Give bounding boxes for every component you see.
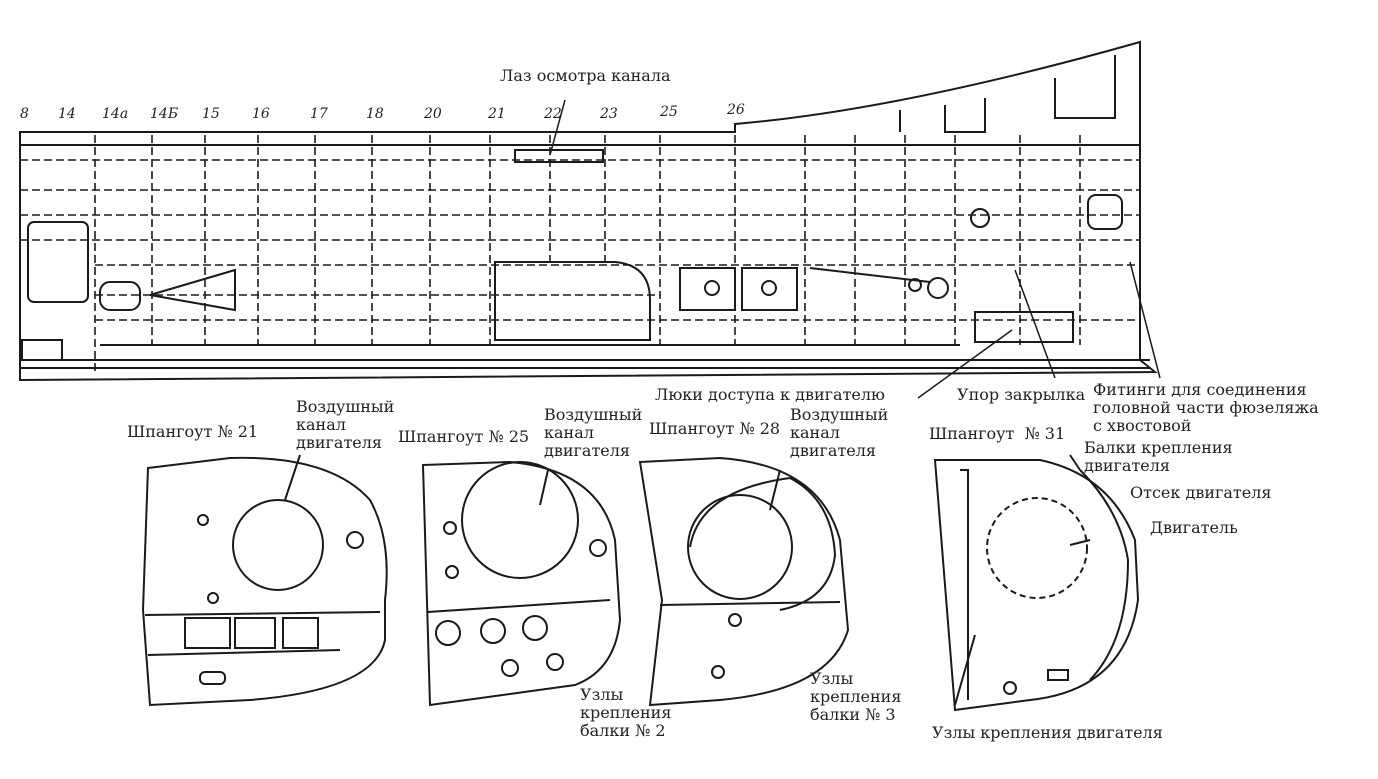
label-frame-31: Шпангоут № 31	[929, 424, 1066, 443]
label-frame-21: Шпангоут № 21	[127, 422, 259, 441]
label-flap-stop: Упор закрылка	[957, 385, 1086, 404]
label-air-duct-25: Воздушный канал двигателя	[544, 405, 643, 460]
label-beam2-nodes: Узлы крепления балки № 2	[580, 685, 672, 740]
frame-number: 21	[488, 106, 506, 122]
label-air-duct-28: Воздушный канал двигателя	[790, 405, 889, 460]
air-duct-side	[494, 261, 651, 341]
frame-number: 8	[20, 106, 29, 122]
frame-number: 25	[660, 104, 678, 120]
label-tail-fittings: Фитинги для соединения головной части фю…	[1093, 380, 1319, 435]
label-engine: Двигатель	[1150, 518, 1238, 537]
frame-number: 22	[544, 106, 562, 122]
label-engine-access-hatches: Люки доступа к двигателю	[655, 385, 885, 404]
frame-number: 14	[58, 106, 76, 122]
frame-number: 14Б	[150, 106, 179, 122]
label-engine-bay: Отсек двигателя	[1130, 483, 1272, 502]
label-engine-beams: Балки крепления двигателя	[1084, 438, 1233, 475]
frame-number: 20	[424, 106, 442, 122]
label-inspection-hatch: Лаз осмотра канала	[500, 66, 671, 85]
label-beam3-nodes: Узлы крепления балки № 3	[810, 669, 902, 724]
frame-number: 17	[310, 106, 328, 122]
frame-21	[141, 454, 388, 707]
frame-28	[638, 456, 850, 707]
frame-25	[421, 460, 622, 707]
frame-number: 26	[727, 102, 745, 118]
frame-number: 16	[252, 106, 270, 122]
fuselage-outline	[19, 40, 1158, 382]
frame-number: 18	[366, 106, 384, 122]
frame-number: 15	[202, 106, 220, 122]
label-frame-28: Шпангоут № 28	[649, 419, 781, 438]
label-engine-mount-nodes: Узлы крепления двигателя	[932, 723, 1163, 742]
label-frame-25: Шпангоут № 25	[398, 427, 530, 446]
frame-number: 14a	[102, 106, 129, 122]
frame-31	[933, 454, 1140, 712]
label-air-duct-21: Воздушный канал двигателя	[296, 397, 395, 452]
frame-number: 23	[600, 106, 618, 122]
